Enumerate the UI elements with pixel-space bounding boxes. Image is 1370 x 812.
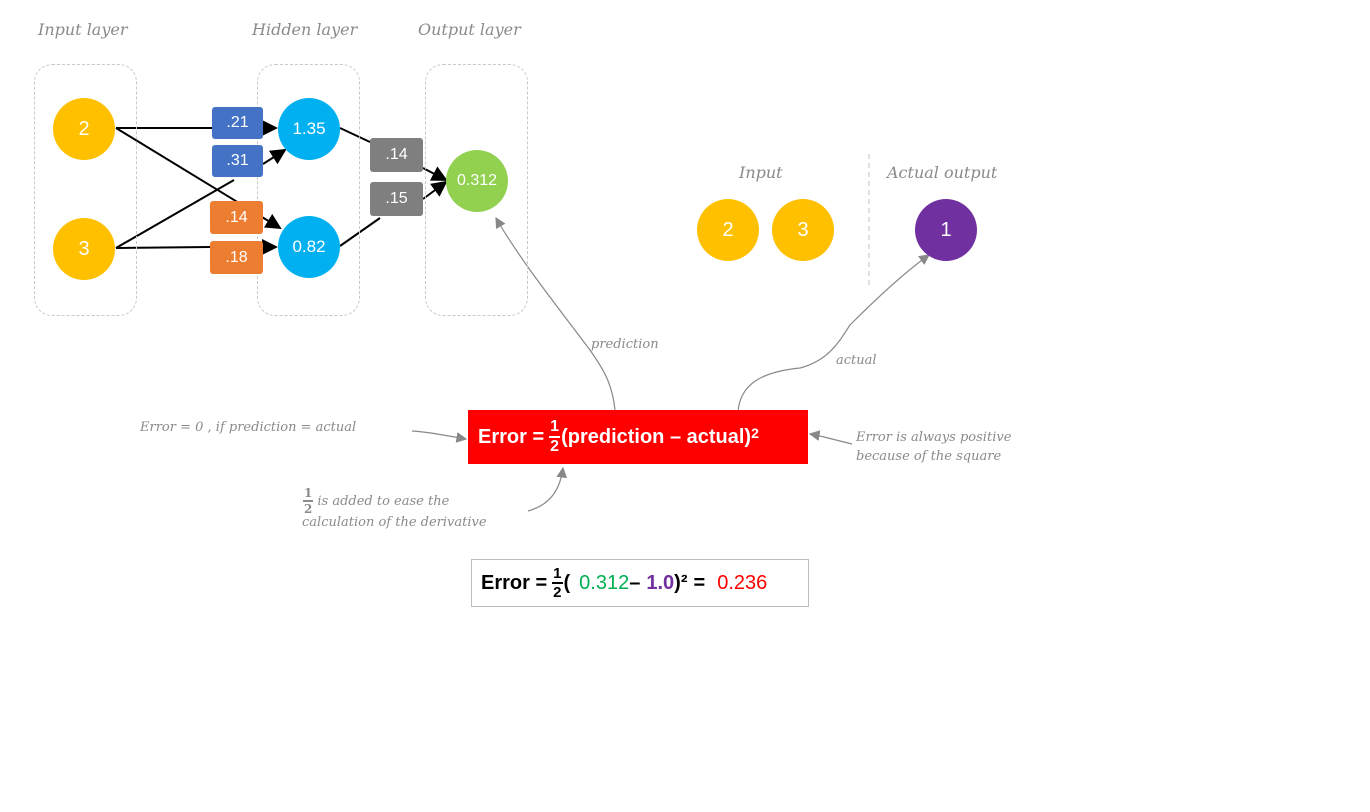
- half-note-line-2: calculation of the derivative: [302, 515, 487, 530]
- half-note: 1 2 is added to ease the calculation of …: [302, 487, 487, 532]
- formula-body: (prediction – actual): [561, 425, 752, 448]
- calc-half-fraction: 1 2: [552, 565, 563, 601]
- calc-equals: =: [693, 571, 706, 594]
- input-node-2: 3: [53, 218, 115, 280]
- formula-half-num: 1: [549, 419, 561, 438]
- side-input-node-2: 3: [772, 199, 834, 261]
- error-zero-arrow: [411, 430, 468, 443]
- side-input-node-1: 2: [697, 199, 759, 261]
- input-layer-box: [34, 64, 137, 316]
- output-layer-label: Output layer: [418, 20, 521, 39]
- calc-lhs: Error =: [481, 571, 548, 594]
- hidden-layer-box: [257, 64, 360, 316]
- hidden-layer-label: Hidden layer: [252, 20, 358, 39]
- actual-annotation: actual: [836, 353, 877, 368]
- calc-minus: –: [629, 571, 641, 594]
- actual-output-node: 1: [915, 199, 977, 261]
- output-layer-box: [425, 64, 528, 316]
- hidden-node-1: 1.35: [278, 98, 340, 160]
- formula-exponent: 2: [751, 425, 759, 441]
- hidden-node-2: 0.82: [278, 216, 340, 278]
- weight-in1-h1: .21: [212, 107, 263, 139]
- output-node: 0.312: [446, 150, 508, 212]
- edge-h2-out-arrow: [422, 180, 448, 200]
- calc-actual-value: 1.0: [646, 571, 675, 594]
- positive-arrow: [808, 430, 853, 445]
- edge-in2-h2: [115, 246, 211, 249]
- edge-h1-out-arrow: [422, 166, 448, 181]
- error-formula-box: Error = 1 2 (prediction – actual) 2: [468, 410, 808, 464]
- calc-open-paren: (: [563, 571, 571, 594]
- actual-arrow: [737, 254, 930, 413]
- weight-in2-h1: .31: [212, 145, 263, 177]
- calc-exponent: ²: [680, 571, 688, 594]
- side-input-label: Input: [739, 163, 783, 182]
- calc-half-num: 1: [552, 565, 563, 584]
- input-node-1: 2: [53, 98, 115, 160]
- input-layer-label: Input layer: [38, 20, 128, 39]
- edge-h1-out: [339, 127, 371, 143]
- half-note-fraction: 1 2: [303, 486, 314, 516]
- weight-in2-h2: .18: [210, 241, 263, 274]
- formula-lhs: Error =: [478, 425, 545, 448]
- calc-close-paren: ): [674, 571, 681, 594]
- formula-half-den: 2: [550, 438, 560, 455]
- error-calculation-box: Error = 1 2 ( 0.312 – 1.0 ) ² = 0.236: [471, 559, 809, 607]
- calc-result: 0.236: [717, 571, 768, 594]
- prediction-annotation: prediction: [591, 337, 659, 352]
- formula-half-fraction: 1 2: [549, 419, 561, 455]
- edge-h2-out: [339, 217, 381, 247]
- error-zero-annotation: Error = 0 , if prediction = actual: [140, 420, 357, 435]
- side-actual-output-label: Actual output: [887, 163, 998, 182]
- calc-prediction-value: 0.312: [579, 571, 630, 594]
- calc-half-den: 2: [553, 584, 562, 601]
- weight-in1-h2: .14: [210, 201, 263, 234]
- half-note-line-1: is added to ease the: [317, 493, 450, 509]
- edge-in2-h1-arrow: [262, 148, 287, 165]
- half-note-den: 2: [304, 502, 313, 516]
- weight-h1-out: .14: [370, 138, 423, 172]
- edge-in2-h1: [115, 179, 235, 249]
- prediction-arrow: [495, 216, 616, 411]
- weight-h2-out: .15: [370, 182, 423, 216]
- always-positive-line-1: Error is always positive: [856, 430, 1012, 445]
- half-note-arrow: [527, 466, 568, 512]
- always-positive-line-2: because of the square: [856, 449, 1002, 464]
- half-note-num: 1: [303, 486, 314, 502]
